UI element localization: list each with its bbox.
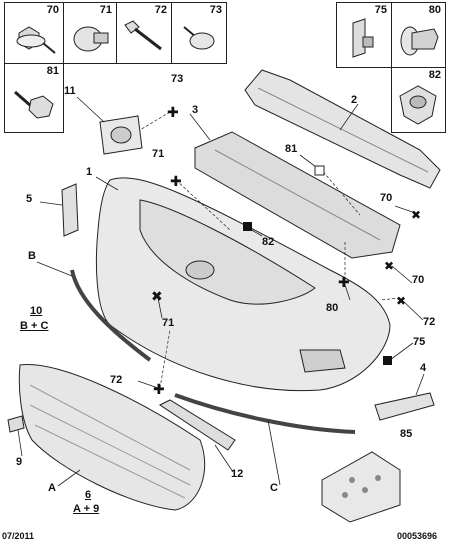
clip-bracket-icon [352, 18, 374, 58]
svg-text:✖: ✖ [151, 289, 163, 305]
svg-text:✖: ✖ [384, 259, 394, 273]
callout-b-plus-c: B + C [20, 320, 49, 332]
callout-73: 73 [171, 73, 184, 85]
fastener-number: 70 [46, 4, 59, 16]
svg-text:✚: ✚ [338, 275, 350, 291]
fastener-number: 81 [46, 65, 59, 77]
fastener-number: 75 [374, 4, 387, 16]
callout-75: 75 [413, 336, 426, 348]
svg-text:✚: ✚ [153, 382, 165, 398]
svg-text:✖: ✖ [411, 208, 421, 222]
fog-lamp-trim[interactable] [374, 392, 435, 421]
fastener-kit-box[interactable] [321, 451, 401, 523]
callout-71-top: 71 [152, 148, 165, 160]
callout-81: 81 [285, 143, 298, 155]
callout-10: 10 [30, 305, 43, 317]
fastener-number: 82 [428, 69, 441, 81]
callout-9: 9 [16, 456, 23, 468]
lower-strip-b[interactable] [70, 269, 152, 362]
callout-70-right: 70 [380, 192, 393, 204]
lower-strip-c[interactable] [174, 393, 356, 434]
callout-c: C [270, 482, 278, 494]
screw-icon [124, 20, 162, 51]
fastener-box-75[interactable]: 75 [336, 2, 392, 68]
callout-6: 6 [85, 489, 92, 501]
bolt-with-washer-icon [16, 26, 56, 54]
spire-nut-icon [399, 85, 437, 125]
fastener-number: 73 [209, 4, 222, 16]
callout-80: 80 [326, 302, 339, 314]
push-rivet-icon [400, 26, 439, 56]
callout-3: 3 [192, 104, 199, 116]
callout-b: B [28, 250, 36, 262]
lower-insert[interactable] [159, 399, 236, 451]
footer-reference: 00053696 [397, 531, 438, 541]
self-tapping-screw-icon [14, 90, 54, 119]
callout-a: A [48, 482, 56, 494]
fastener-box-71[interactable]: 71 [63, 2, 117, 64]
callout-71-lower: 71 [162, 317, 175, 329]
callout-a-plus-9: A + 9 [73, 503, 100, 515]
callout-82: 82 [262, 236, 275, 248]
fastener-box-82[interactable]: 82 [391, 67, 446, 133]
callout-70-lower: 70 [412, 274, 425, 286]
grille[interactable] [18, 364, 206, 511]
rivet-clip-icon [73, 26, 109, 52]
svg-text:✚: ✚ [167, 105, 179, 121]
fastener-box-72[interactable]: 72 [116, 2, 172, 64]
fastener-box-73[interactable]: 73 [171, 2, 227, 64]
callout-12: 12 [231, 468, 244, 480]
callout-5: 5 [26, 193, 33, 205]
svg-text:✖: ✖ [396, 294, 406, 308]
bumper-cover[interactable] [95, 177, 391, 392]
svg-text:✚: ✚ [170, 174, 182, 190]
fastener-box-80[interactable]: 80 [391, 2, 446, 68]
callout-85: 85 [400, 428, 413, 440]
reinforcement-beam[interactable] [244, 69, 441, 189]
grille-clip[interactable] [7, 415, 25, 433]
callout-1: 1 [86, 166, 93, 178]
callout-2: 2 [351, 94, 358, 106]
callout-11: 11 [64, 85, 76, 97]
fastener-box-81[interactable]: 81 [4, 63, 64, 133]
impact-absorber[interactable] [194, 131, 401, 259]
footer-date: 07/2011 [2, 531, 35, 541]
callout-4: 4 [420, 362, 427, 374]
side-bracket[interactable] [61, 183, 79, 237]
pin-clip-icon [183, 26, 215, 50]
fastener-number: 72 [154, 4, 167, 16]
emblem[interactable] [99, 115, 143, 155]
fastener-box-70[interactable]: 70 [4, 2, 64, 64]
callout-72-right: 72 [423, 316, 436, 328]
callout-72-lower: 72 [110, 374, 123, 386]
fastener-number: 71 [99, 4, 112, 16]
fastener-number: 80 [428, 4, 441, 16]
